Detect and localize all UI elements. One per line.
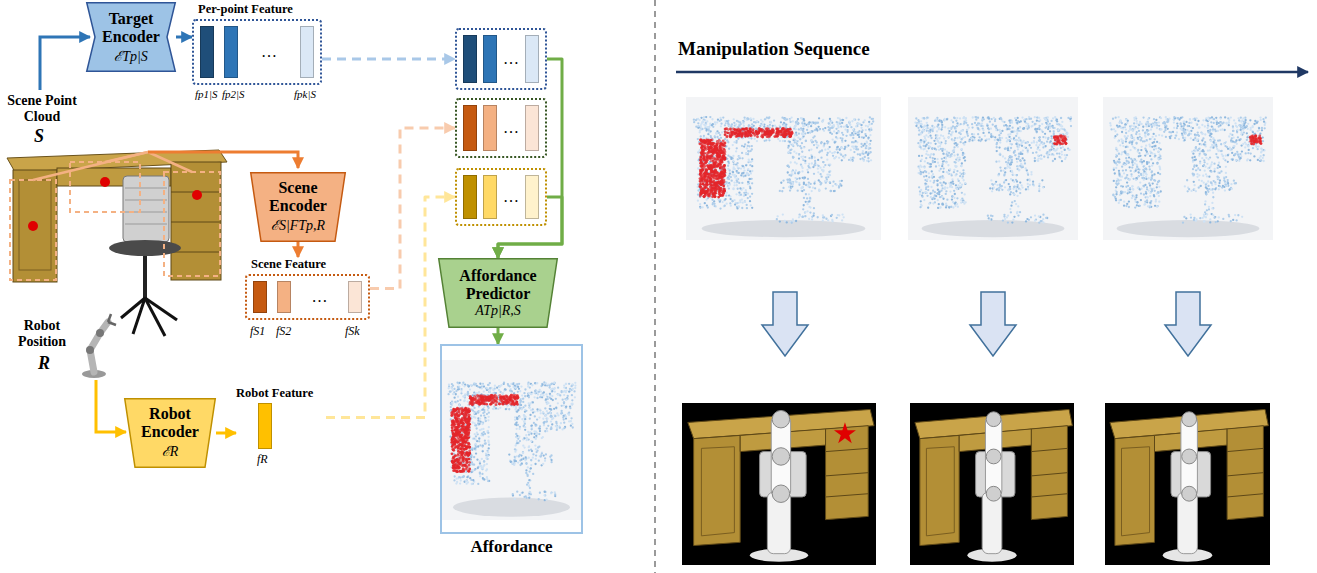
figure: Target EncoderℰTp|SPer-point Feature…………… — [0, 0, 1317, 573]
